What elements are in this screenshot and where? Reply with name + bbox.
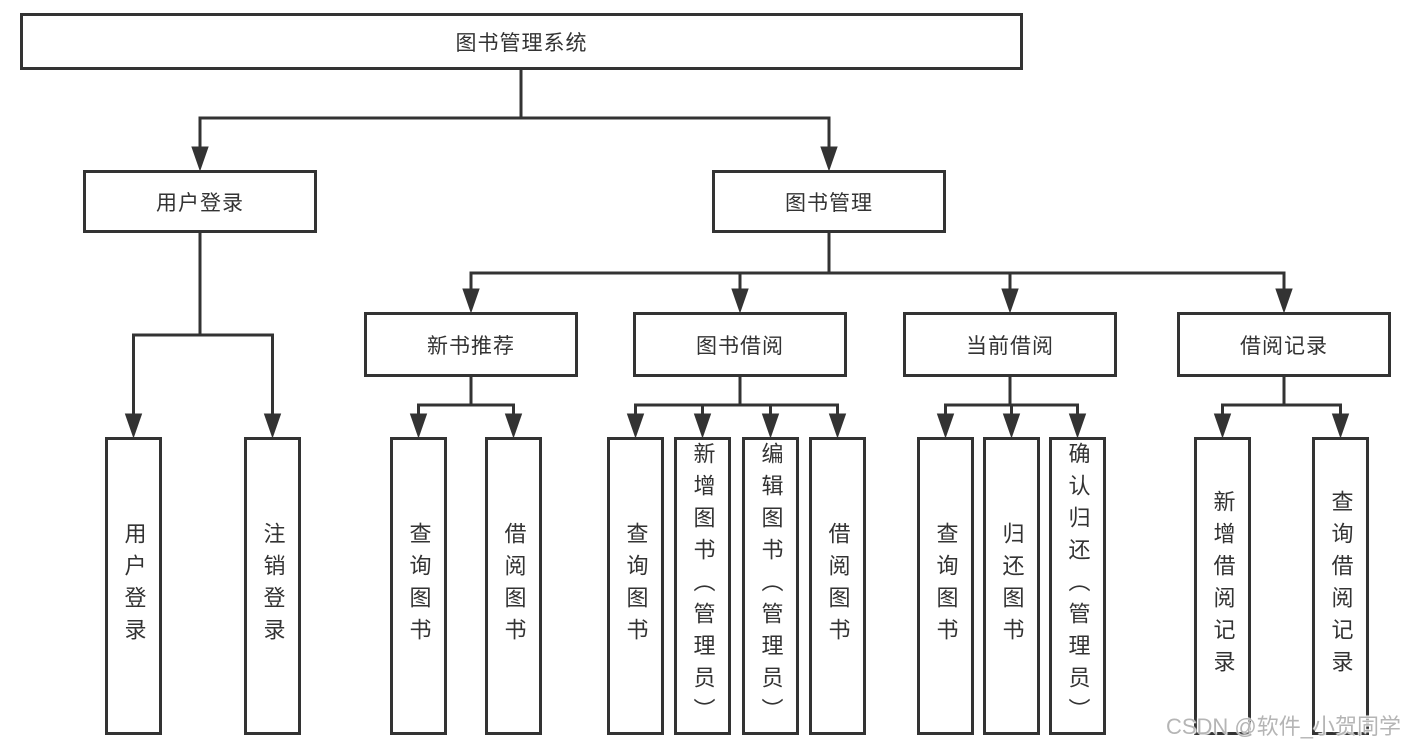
- node-book-borrow: 图书借阅: [633, 312, 847, 377]
- leaf-user-login: 用户登录: [105, 437, 162, 735]
- leaf-confirm-return-admin: 确认归还（管理员）: [1049, 437, 1106, 735]
- node-borrow-record: 借阅记录: [1177, 312, 1391, 377]
- node-current-borrow: 当前借阅: [903, 312, 1117, 377]
- leaf-borrow-book-1-label: 借阅图书: [501, 522, 527, 650]
- node-book-mgmt-label: 图书管理: [785, 191, 873, 215]
- leaf-query-borrow-record-label: 查询借阅记录: [1328, 490, 1354, 682]
- leaf-edit-book-admin-label: 编辑图书（管理员）: [758, 442, 784, 730]
- node-book-borrow-label: 图书借阅: [696, 334, 784, 358]
- leaf-query-book-1-label: 查询图书: [406, 522, 432, 650]
- leaf-query-book-2: 查询图书: [607, 437, 664, 735]
- connector-new-book-rec-to-leaves: [409, 377, 523, 439]
- node-borrow-record-label: 借阅记录: [1240, 334, 1328, 358]
- leaf-logout-label: 注销登录: [260, 522, 286, 650]
- leaf-borrow-book-2: 借阅图书: [809, 437, 866, 735]
- node-new-book-rec-label: 新书推荐: [427, 334, 515, 358]
- leaf-add-book-admin-label: 新增图书（管理员）: [690, 442, 716, 730]
- csdn-watermark: CSDN @软件_小贺同学: [1165, 714, 1401, 739]
- leaf-return-book: 归还图书: [983, 437, 1040, 735]
- node-user-login: 用户登录: [83, 170, 317, 233]
- node-user-login-label: 用户登录: [156, 191, 244, 215]
- leaf-user-login-label: 用户登录: [121, 522, 147, 650]
- leaf-query-book-1: 查询图书: [390, 437, 447, 735]
- connector-book-borrow-to-leaves: [626, 377, 847, 439]
- connector-root-to-level2: [191, 70, 838, 172]
- leaf-add-borrow-record-label: 新增借阅记录: [1210, 490, 1236, 682]
- leaf-return-book-label: 归还图书: [999, 522, 1025, 650]
- leaf-logout: 注销登录: [244, 437, 301, 735]
- leaf-add-book-admin: 新增图书（管理员）: [674, 437, 731, 735]
- connector-borrow-record-to-leaves: [1213, 377, 1350, 439]
- leaf-borrow-book-1: 借阅图书: [485, 437, 542, 735]
- node-new-book-rec: 新书推荐: [364, 312, 578, 377]
- node-root-label: 图书管理系统: [455, 31, 588, 55]
- leaf-query-book-3: 查询图书: [917, 437, 974, 735]
- connector-user-login-to-leaves: [124, 233, 282, 439]
- leaf-confirm-return-admin-label: 确认归还（管理员）: [1065, 442, 1091, 730]
- leaf-add-borrow-record: 新增借阅记录: [1194, 437, 1251, 735]
- leaf-borrow-book-2-label: 借阅图书: [825, 522, 851, 650]
- leaf-edit-book-admin: 编辑图书（管理员）: [742, 437, 799, 735]
- leaf-query-book-2-label: 查询图书: [623, 522, 649, 650]
- leaf-query-borrow-record: 查询借阅记录: [1312, 437, 1369, 735]
- leaf-query-book-3-label: 查询图书: [933, 522, 959, 650]
- node-current-borrow-label: 当前借阅: [966, 334, 1054, 358]
- node-root: 图书管理系统: [20, 13, 1023, 70]
- connector-book-mgmt-to-groups: [462, 233, 1293, 314]
- connector-current-borrow-to-leaves: [936, 377, 1087, 439]
- node-book-mgmt: 图书管理: [712, 170, 946, 233]
